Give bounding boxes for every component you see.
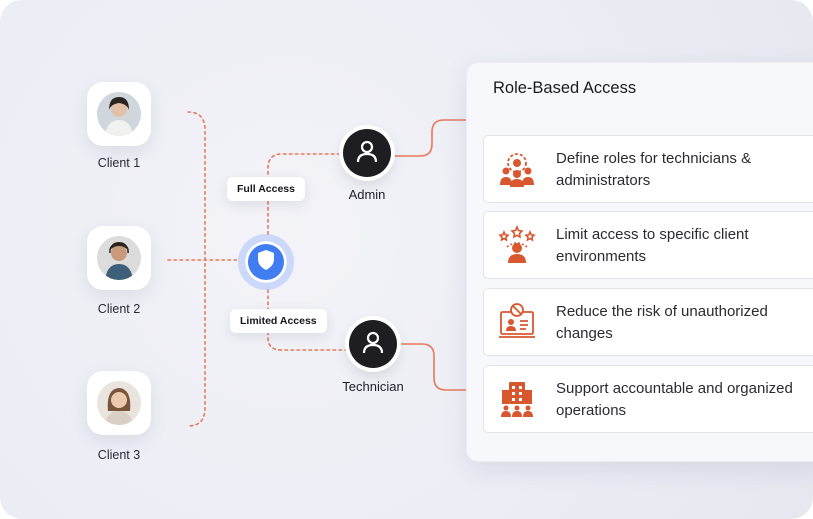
limited-access-badge: Limited Access [230, 309, 327, 333]
full-access-line [267, 153, 343, 235]
feature-card-define-roles[interactable]: Define roles for technicians & administr… [483, 135, 813, 203]
technician-node[interactable] [349, 320, 397, 368]
client-1-card[interactable] [87, 82, 151, 146]
admin-user-icon [354, 138, 380, 169]
feature-card-limit-access[interactable]: Limit access to specific client environm… [483, 211, 813, 279]
client-2-card[interactable] [87, 226, 151, 290]
role-based-access-panel: Role-Based Access Define roles for techn… [466, 62, 813, 462]
feature-card-accountable[interactable]: Support accountable and organized operat… [483, 365, 813, 433]
admin-node[interactable] [343, 129, 391, 177]
client-2-label: Client 2 [97, 302, 141, 316]
feature-card-reduce-risk[interactable]: Reduce the risk of unauthorized changes [483, 288, 813, 356]
full-access-badge: Full Access [227, 177, 305, 201]
access-shield[interactable] [238, 234, 294, 290]
feature-text-limit-access: Limit access to specific client environm… [556, 226, 749, 265]
building-people-icon [497, 379, 537, 419]
shield-icon [256, 249, 276, 276]
blocked-monitor-icon [497, 302, 537, 342]
client-3-card[interactable] [87, 371, 151, 435]
technician-label: Technician [342, 379, 404, 394]
admin-to-panel-line [391, 119, 467, 157]
feature-text-define-roles: Define roles for technicians & administr… [556, 150, 752, 189]
client-1-label: Client 1 [97, 156, 141, 170]
technician-user-icon [360, 329, 386, 360]
starred-user-icon [497, 224, 537, 265]
team-gear-icon [497, 149, 537, 189]
bracket-line [187, 111, 206, 427]
panel-title: Role-Based Access [493, 79, 637, 97]
limited-access-line [267, 289, 347, 351]
feature-text-accountable: Support accountable and organized operat… [556, 380, 793, 419]
admin-label: Admin [348, 187, 386, 202]
client-2-avatar [97, 236, 141, 280]
client-3-avatar [97, 381, 141, 425]
tech-to-panel-line [397, 343, 467, 391]
client-3-label: Client 3 [97, 448, 141, 462]
feature-text-reduce-risk: Reduce the risk of unauthorized changes [556, 303, 768, 342]
client-1-avatar [97, 92, 141, 136]
